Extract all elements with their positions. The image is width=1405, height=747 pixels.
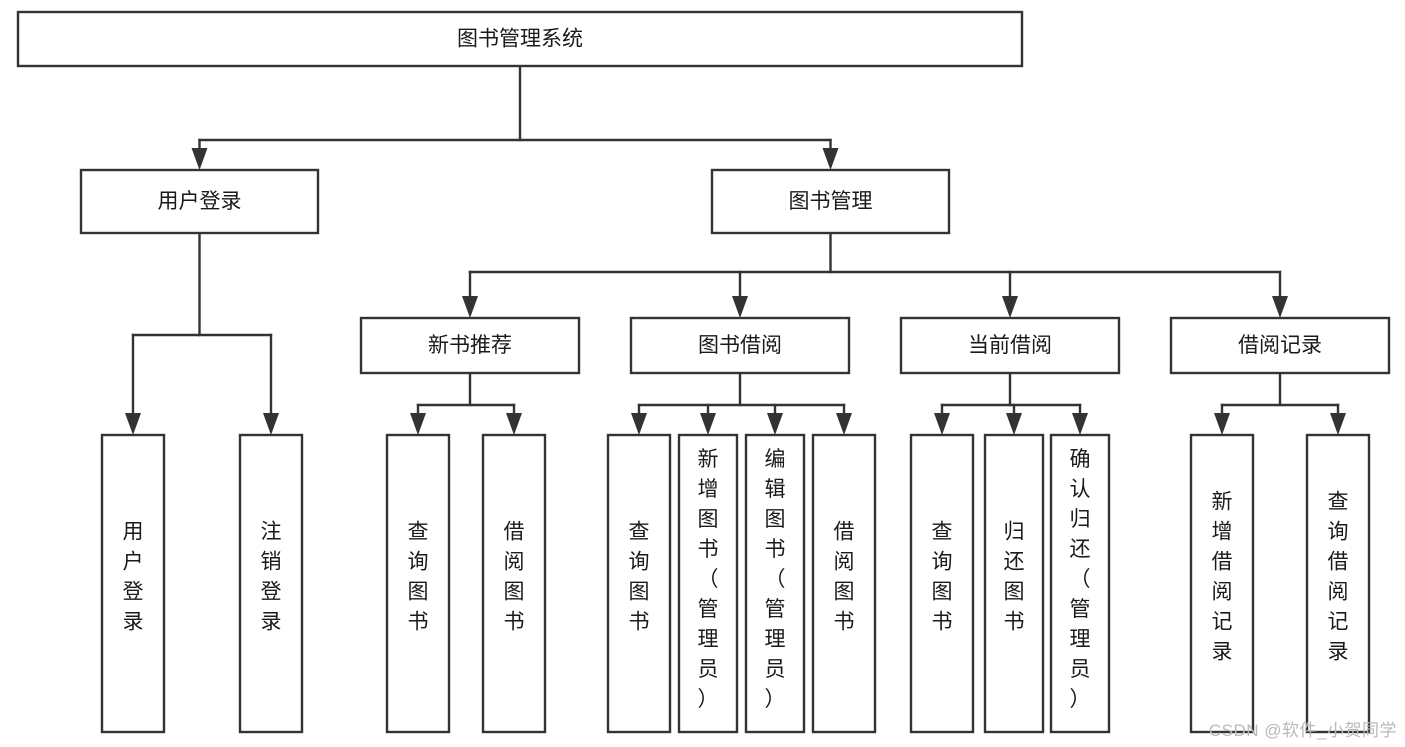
leaf-node-4-rect	[606, 433, 672, 734]
level3-node-0[interactable]: 新书推荐	[359, 316, 581, 375]
connector-lines	[125, 64, 1346, 435]
arrow-head-icon	[631, 413, 647, 435]
arrow-head-icon	[506, 413, 522, 435]
leaf-node-2[interactable]: 查询图书	[385, 433, 451, 734]
level2-node-1[interactable]: 图书管理	[710, 168, 951, 235]
level3-node-2-rect	[899, 316, 1121, 375]
arrow-head-icon	[1214, 413, 1230, 435]
leaf-node-1[interactable]: 注销登录	[238, 433, 304, 734]
leaf-node-label-7: 借阅图书	[834, 521, 855, 634]
leaf-node-label-0: 用户登录	[123, 521, 144, 634]
level3-node-label-2: 当前借阅	[968, 334, 1052, 357]
root-node-label: 图书管理系统	[457, 28, 583, 51]
level2-node-label-0: 用户登录	[158, 190, 242, 213]
arrow-head-icon	[1006, 413, 1022, 435]
leaf-node-10-rect	[1049, 433, 1111, 734]
arrow-head-icon	[836, 413, 852, 435]
root-node-图书管理系统[interactable]: 图书管理系统	[16, 10, 1024, 68]
leaf-node-label-2: 查询图书	[408, 521, 429, 634]
level2-node-0-rect	[79, 168, 320, 235]
arrow-head-icon	[263, 413, 279, 435]
leaf-node-12[interactable]: 查询借阅记录	[1305, 433, 1371, 734]
leaf-node-5-rect	[677, 433, 739, 734]
arrow-head-icon	[1272, 296, 1288, 318]
leaf-node-1-rect	[238, 433, 304, 734]
leaf-node-9-rect	[983, 433, 1045, 734]
level3-node-3[interactable]: 借阅记录	[1169, 316, 1391, 375]
leaf-node-7-rect	[811, 433, 877, 734]
arrow-head-icon	[767, 413, 783, 435]
leaf-node-6-rect	[744, 433, 806, 734]
csdn-watermark: CSDN @软件_小贺同学	[1208, 721, 1397, 740]
leaf-node-12-rect	[1305, 433, 1371, 734]
leaf-node-label-5: 新增图书（管理员）	[698, 448, 719, 711]
leaf-node-7[interactable]: 借阅图书	[811, 433, 877, 734]
leaf-node-3-rect	[481, 433, 547, 734]
level2-node-0[interactable]: 用户登录	[79, 168, 320, 235]
leaf-node-label-9: 归还图书	[1004, 521, 1025, 634]
arrow-head-icon	[1002, 296, 1018, 318]
arrow-head-icon	[462, 296, 478, 318]
level3-node-label-3: 借阅记录	[1238, 334, 1322, 357]
leaf-node-label-3: 借阅图书	[504, 521, 525, 634]
arrow-head-icon	[700, 413, 716, 435]
leaf-node-11-rect	[1189, 433, 1255, 734]
arrow-head-icon	[125, 413, 141, 435]
leaf-node-label-4: 查询图书	[629, 521, 650, 634]
arrow-head-icon	[191, 148, 208, 170]
leaf-node-5[interactable]: 新增图书（管理员）	[677, 433, 739, 734]
leaf-node-4[interactable]: 查询图书	[606, 433, 672, 734]
leaf-node-label-1: 注销登录	[261, 521, 282, 634]
leaf-node-8[interactable]: 查询图书	[909, 433, 975, 734]
arrow-head-icon	[934, 413, 950, 435]
level3-node-label-0: 新书推荐	[428, 334, 512, 357]
arrow-head-icon	[1072, 413, 1088, 435]
node-boxes: 图书管理系统用户登录图书管理新书推荐图书借阅当前借阅借阅记录用户登录注销登录查询…	[16, 10, 1391, 734]
leaf-node-0-rect	[100, 433, 166, 734]
level3-node-1-rect	[629, 316, 851, 375]
leaf-node-6[interactable]: 编辑图书（管理员）	[744, 433, 806, 734]
leaf-node-3[interactable]: 借阅图书	[481, 433, 547, 734]
level3-node-1[interactable]: 图书借阅	[629, 316, 851, 375]
arrow-head-icon	[410, 413, 426, 435]
leaf-node-label-6: 编辑图书（管理员）	[765, 448, 786, 711]
leaf-node-8-rect	[909, 433, 975, 734]
leaf-node-label-12: 查询借阅记录	[1328, 491, 1349, 664]
root-node-图书管理系统-rect	[16, 10, 1024, 68]
leaf-node-11[interactable]: 新增借阅记录	[1189, 433, 1255, 734]
level2-node-label-1: 图书管理	[789, 190, 873, 213]
level2-node-1-rect	[710, 168, 951, 235]
level3-node-2[interactable]: 当前借阅	[899, 316, 1121, 375]
leaf-node-9[interactable]: 归还图书	[983, 433, 1045, 734]
arrow-head-icon	[732, 296, 748, 318]
leaf-node-label-11: 新增借阅记录	[1212, 491, 1233, 664]
leaf-node-label-8: 查询图书	[932, 521, 953, 634]
leaf-node-2-rect	[385, 433, 451, 734]
leaf-node-10[interactable]: 确认归还（管理员）	[1049, 433, 1111, 734]
level3-node-label-1: 图书借阅	[698, 334, 782, 357]
arrow-head-icon	[822, 148, 839, 170]
leaf-node-label-10: 确认归还（管理员）	[1070, 448, 1091, 711]
level3-node-3-rect	[1169, 316, 1391, 375]
arrow-head-icon	[1330, 413, 1346, 435]
leaf-node-0[interactable]: 用户登录	[100, 433, 166, 734]
level3-node-0-rect	[359, 316, 581, 375]
